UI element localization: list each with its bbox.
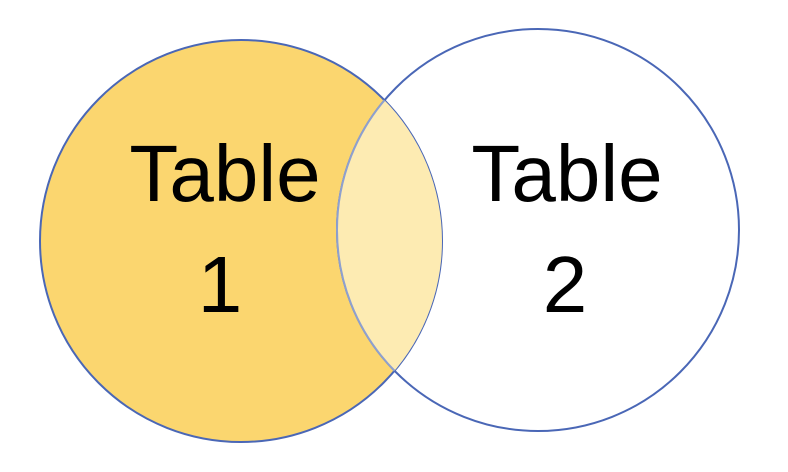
intersection-outline xyxy=(336,40,442,432)
set-table-2-label-line2: 2 xyxy=(543,240,588,329)
set-table-2-label-line1: Table xyxy=(471,129,662,218)
intersection-region xyxy=(337,40,442,431)
set-table-1-label-line2: 1 xyxy=(198,240,243,329)
set-table-1-label-line1: Table xyxy=(129,129,320,218)
